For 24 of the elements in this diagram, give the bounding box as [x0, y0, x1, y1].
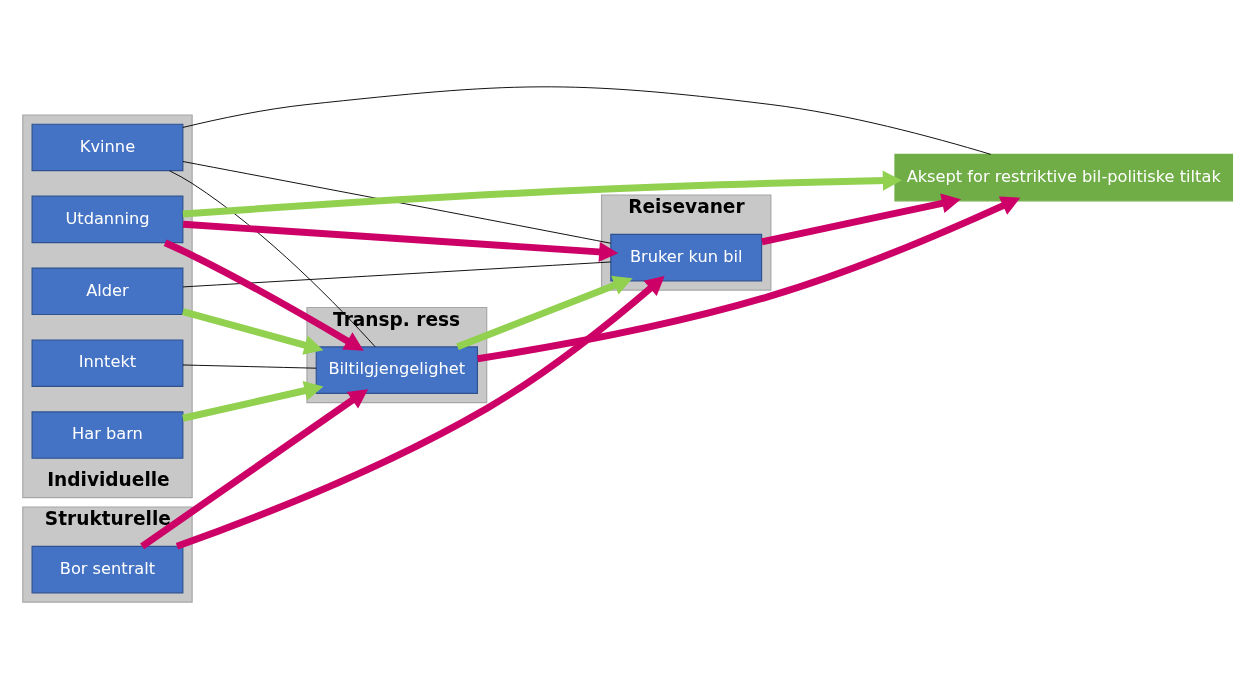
node-box: Aksept for restriktive bil-politiske tiltak — [894, 153, 1234, 202]
arrow — [182, 308, 324, 355]
connector — [182, 86, 992, 155]
arrow — [182, 380, 324, 422]
arrow — [182, 170, 902, 218]
arrow — [163, 239, 364, 351]
node-box: Utdanning — [31, 195, 184, 244]
arrow — [140, 389, 369, 550]
arrow — [182, 220, 619, 262]
node-box: Har barn — [31, 411, 184, 459]
arrow — [761, 193, 961, 246]
connector — [182, 364, 317, 369]
node-box: Biltilgjengelighet — [315, 346, 479, 394]
node-box: Bruker kun bil — [610, 233, 763, 282]
connector — [182, 161, 612, 244]
node-box: Alder — [31, 267, 184, 316]
node-box: Inntekt — [31, 339, 184, 387]
arrow — [456, 275, 633, 351]
node-box: Kvinne — [31, 123, 184, 172]
arrow — [175, 275, 665, 550]
node-box: Bor sentralt — [31, 545, 184, 594]
arrow — [477, 196, 1021, 363]
connector — [182, 261, 612, 288]
connector — [169, 170, 376, 348]
